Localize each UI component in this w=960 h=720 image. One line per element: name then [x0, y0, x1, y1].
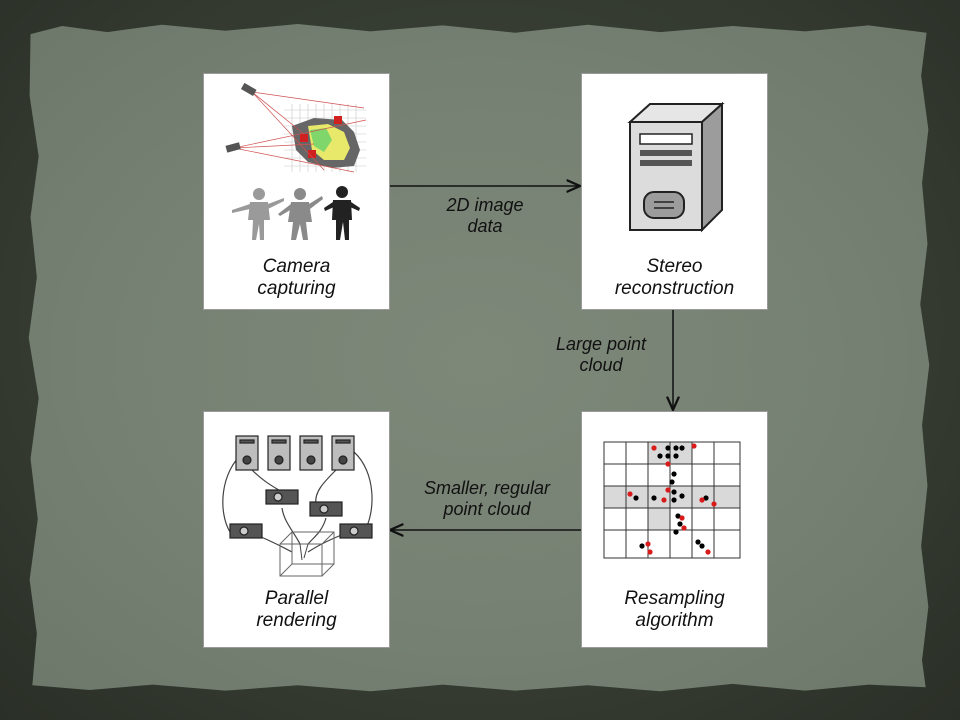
node-camera-capturing: Camera capturing	[203, 73, 390, 310]
camera-rig-icon	[225, 82, 367, 240]
edge-label-smaller-regular-point-cloud: Smaller, regular point cloud	[423, 478, 551, 519]
render-cluster-icon	[222, 435, 373, 577]
node-label-camera-capturing: Camera capturing	[257, 256, 336, 299]
node-label-parallel-rendering: Parallel rendering	[256, 588, 337, 631]
node-resampling-algorithm: Resampling algorithm	[581, 411, 768, 648]
edge-label-large-point-cloud: Large point cloud	[555, 334, 647, 375]
dancer-silhouette-icon	[232, 186, 360, 240]
node-stereo-reconstruction: Stereo reconstruction	[581, 73, 768, 310]
computer-tower-icon	[627, 101, 725, 233]
edge-label-2d-image-data: 2D image data	[446, 195, 524, 236]
point-grid-icon	[603, 441, 741, 559]
node-label-stereo-reconstruction: Stereo reconstruction	[614, 256, 735, 299]
slide-canvas	[28, 24, 930, 692]
node-parallel-rendering: Parallel rendering	[203, 411, 390, 648]
node-label-resampling-algorithm: Resampling algorithm	[624, 588, 725, 631]
projector-icon	[229, 489, 373, 539]
